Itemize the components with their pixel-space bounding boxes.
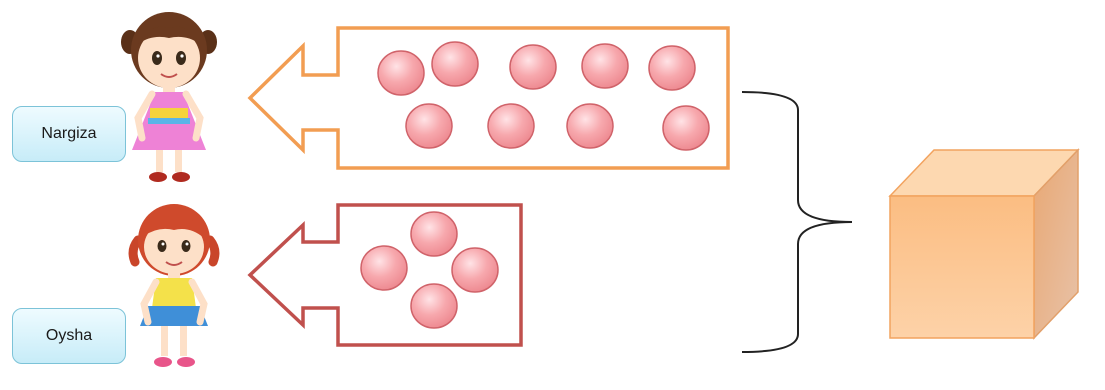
ball — [405, 103, 453, 149]
ball — [581, 43, 629, 89]
nargiza-arrow — [247, 26, 730, 170]
ball — [431, 41, 479, 87]
name-label-oysha: Oysha — [12, 308, 126, 364]
cube-box-icon — [888, 148, 1080, 340]
girl-pink-dress-icon — [121, 12, 217, 182]
ball — [648, 45, 696, 91]
ball — [451, 247, 499, 293]
name-label-nargiza: Nargiza — [12, 106, 126, 162]
ball — [487, 103, 535, 149]
ball — [360, 245, 408, 291]
name-text: Nargiza — [41, 125, 97, 142]
name-text: Oysha — [45, 327, 93, 344]
ball — [509, 44, 557, 90]
nargiza-balls — [377, 41, 710, 151]
curly-brace-icon — [741, 91, 853, 353]
ball — [410, 211, 458, 257]
ball — [410, 283, 458, 329]
oysha-balls — [360, 211, 499, 329]
ball — [377, 50, 425, 96]
ball — [566, 103, 614, 149]
ball — [662, 105, 710, 151]
girl-yellow-shirt-icon — [128, 204, 220, 367]
